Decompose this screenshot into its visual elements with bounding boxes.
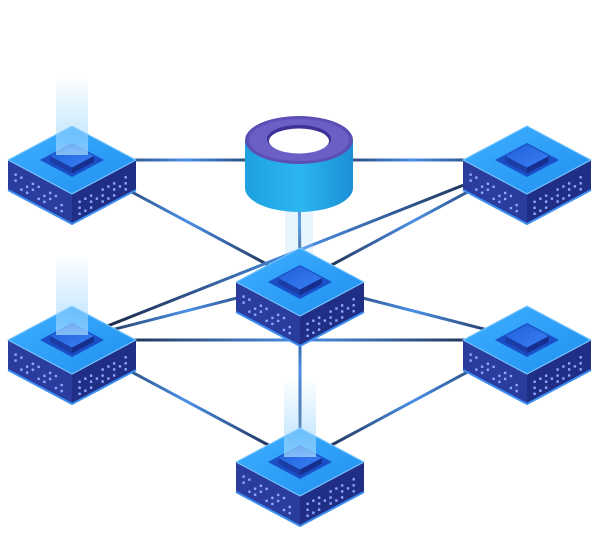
glow-beam <box>284 377 316 457</box>
node-hub <box>245 116 353 272</box>
node-top-right <box>461 125 593 226</box>
glow-beam <box>56 75 88 155</box>
node-middle-right <box>461 305 593 406</box>
node-top-left <box>6 75 138 226</box>
glow-beam <box>56 255 88 335</box>
node-middle-left <box>6 255 138 406</box>
nodes-layer <box>6 75 593 528</box>
node-center <box>234 247 366 348</box>
node-bottom <box>234 377 366 528</box>
